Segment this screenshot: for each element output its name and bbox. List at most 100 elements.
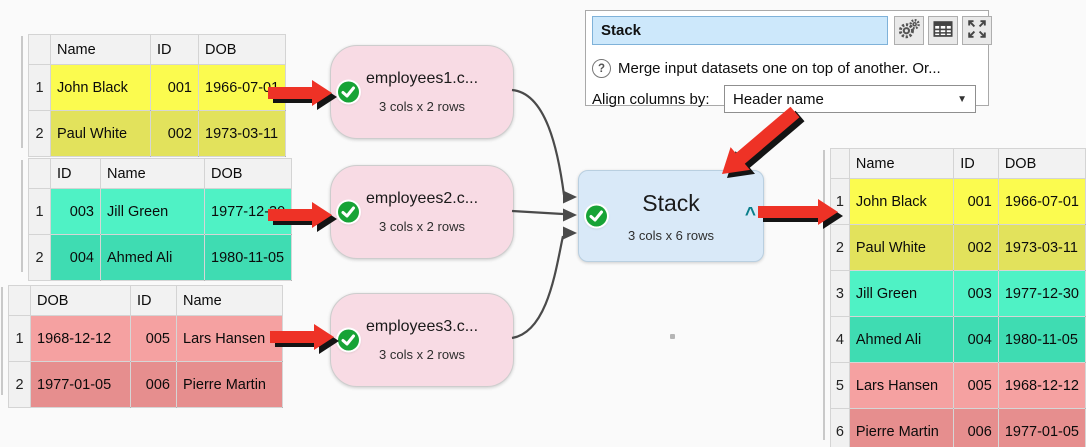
cell[interactable]: 1966-07-01	[197, 64, 287, 111]
cell[interactable]: Ahmed Ali	[848, 316, 955, 363]
transform-name-input[interactable]	[592, 16, 888, 45]
cell[interactable]: Jill Green	[848, 270, 955, 317]
cell[interactable]: 1977-12-30	[203, 188, 293, 235]
row-number[interactable]: 1	[830, 178, 850, 225]
table-row: 1 John Black 001 1966-07-01	[830, 178, 1086, 225]
column-header[interactable]: DOB	[30, 285, 131, 316]
row-number[interactable]: 1	[8, 315, 31, 362]
corner-cell[interactable]	[28, 34, 51, 65]
column-header[interactable]: Name	[50, 34, 151, 65]
cell[interactable]: Pierre Martin	[848, 408, 955, 447]
row-number[interactable]: 3	[830, 270, 850, 317]
cell[interactable]: Pierre Martin	[176, 361, 283, 408]
cell[interactable]: 006	[953, 408, 999, 447]
cell[interactable]: 1977-01-05	[30, 361, 131, 408]
table-row: 1 John Black 001 1966-07-01	[28, 64, 287, 111]
table-row: 2 1977-01-05 006 Pierre Martin	[8, 361, 283, 408]
collapse-caret-icon[interactable]: ^	[744, 204, 756, 226]
table-row: 2 004 Ahmed Ali 1980-11-05	[28, 234, 293, 281]
expand-arrows-icon	[964, 16, 990, 45]
cell[interactable]: 002	[150, 110, 199, 157]
cell[interactable]: 1968-12-12	[30, 315, 131, 362]
table-view-button[interactable]	[928, 16, 958, 45]
dropdown-value: Header name	[733, 90, 824, 108]
cell[interactable]: 001	[150, 64, 199, 111]
table-grid-icon	[930, 16, 956, 45]
row-number[interactable]: 2	[28, 110, 51, 157]
source-table-2: ID Name DOB 1 003 Jill Green 1977-12-30 …	[28, 158, 293, 281]
column-header[interactable]: DOB	[203, 158, 293, 189]
cell[interactable]: Paul White	[50, 110, 151, 157]
cell[interactable]: Paul White	[848, 224, 955, 271]
cell[interactable]: Lars Hansen	[176, 315, 283, 362]
fullscreen-button[interactable]	[962, 16, 992, 45]
source-table-3: DOB ID Name 1 1968-12-12 005 Lars Hansen…	[8, 285, 283, 408]
row-number[interactable]: 5	[830, 362, 850, 409]
cell[interactable]: 003	[953, 270, 999, 317]
cell[interactable]: 1973-03-11	[197, 110, 287, 157]
corner-cell[interactable]	[830, 148, 850, 179]
cell[interactable]: 1977-01-05	[997, 408, 1086, 447]
window-edge	[21, 36, 23, 148]
node-title: Stack	[642, 189, 700, 216]
cell[interactable]: 006	[130, 361, 177, 408]
settings-button[interactable]	[894, 16, 924, 45]
cell[interactable]: 1966-07-01	[997, 178, 1086, 225]
node-employees3[interactable]: employees3.c... 3 cols x 2 rows	[330, 293, 514, 387]
cell[interactable]: Lars Hansen	[848, 362, 955, 409]
column-header[interactable]: Name	[176, 285, 283, 316]
cell[interactable]: 002	[953, 224, 999, 271]
node-stack[interactable]: Stack 3 cols x 6 rows ^	[578, 170, 764, 262]
column-header[interactable]: Name	[848, 148, 955, 179]
output-table: Name ID DOB 1 John Black 001 1966-07-01 …	[830, 148, 1086, 447]
table-row: 2 Paul White 002 1973-03-11	[28, 110, 287, 157]
cell[interactable]: 1968-12-12	[997, 362, 1086, 409]
row-number[interactable]: 4	[830, 316, 850, 363]
help-icon[interactable]: ?	[592, 59, 611, 78]
ok-check-icon	[338, 201, 359, 223]
corner-cell[interactable]	[28, 158, 51, 189]
cell[interactable]: 005	[953, 362, 999, 409]
cell[interactable]: 1973-03-11	[997, 224, 1086, 271]
row-number[interactable]: 2	[8, 361, 31, 408]
transform-properties-panel: ? Merge input datasets one on top of ano…	[585, 10, 992, 113]
cell[interactable]: 1980-11-05	[203, 234, 293, 281]
table-row: 4 Ahmed Ali 004 1980-11-05	[830, 316, 1086, 363]
node-title: employees1.c...	[365, 70, 479, 87]
table-row: 5 Lars Hansen 005 1968-12-12	[830, 362, 1086, 409]
column-header[interactable]: Name	[100, 158, 205, 189]
cell[interactable]: 004	[50, 234, 101, 281]
row-number[interactable]: 2	[28, 234, 51, 281]
node-title: employees2.c...	[365, 190, 479, 207]
row-number[interactable]: 2	[830, 224, 850, 271]
column-header[interactable]: ID	[953, 148, 999, 179]
row-number[interactable]: 6	[830, 408, 850, 447]
column-header[interactable]: ID	[150, 34, 199, 65]
column-header[interactable]: ID	[50, 158, 101, 189]
align-columns-label: Align columns by:	[592, 91, 710, 108]
cell[interactable]: John Black	[50, 64, 151, 111]
row-number[interactable]: 1	[28, 188, 51, 235]
node-employees2[interactable]: employees2.c... 3 cols x 2 rows	[330, 165, 514, 259]
cell[interactable]: John Black	[848, 178, 955, 225]
cell[interactable]: 001	[953, 178, 999, 225]
column-header[interactable]: DOB	[197, 34, 287, 65]
align-columns-dropdown[interactable]: Header name ▼	[724, 85, 976, 113]
node-title: employees3.c...	[365, 318, 479, 335]
column-header[interactable]: ID	[130, 285, 177, 316]
column-header[interactable]: DOB	[997, 148, 1086, 179]
cell[interactable]: 004	[953, 316, 999, 363]
node-subtitle: 3 cols x 2 rows	[379, 347, 465, 362]
row-number[interactable]: 1	[28, 64, 51, 111]
cell[interactable]: 003	[50, 188, 101, 235]
cell[interactable]: Ahmed Ali	[100, 234, 205, 281]
cell[interactable]: 005	[130, 315, 177, 362]
node-employees1[interactable]: employees1.c... 3 cols x 2 rows	[330, 45, 514, 139]
source-table-1: Name ID DOB 1 John Black 001 1966-07-01 …	[28, 34, 287, 157]
cell[interactable]: 1977-12-30	[997, 270, 1086, 317]
connector-lines	[511, 88, 566, 340]
cell[interactable]: 1980-11-05	[997, 316, 1086, 363]
cell[interactable]: Jill Green	[100, 188, 205, 235]
connector-arrowheads	[563, 190, 577, 240]
corner-cell[interactable]	[8, 285, 31, 316]
